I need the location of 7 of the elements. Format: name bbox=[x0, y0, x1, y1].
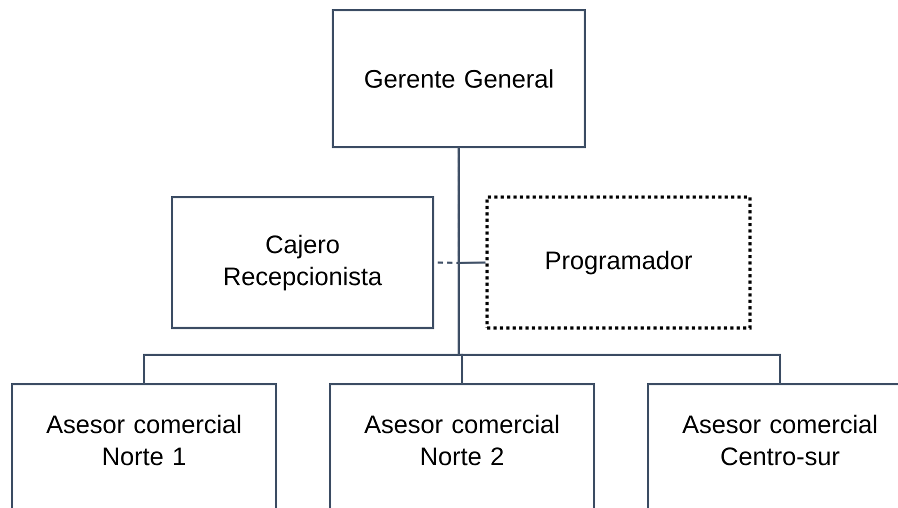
org-box: Gerente General bbox=[332, 8, 586, 148]
org-box: Asesor comercial Centro-sur bbox=[646, 382, 898, 508]
connector-line bbox=[458, 148, 782, 383]
org-box: Cajero Recepcionista bbox=[170, 196, 434, 330]
org-box: Asesor comercial Norte 2 bbox=[328, 382, 596, 508]
org-box: Programador bbox=[485, 195, 752, 330]
org-box: Asesor comercial Norte 1 bbox=[10, 382, 278, 508]
